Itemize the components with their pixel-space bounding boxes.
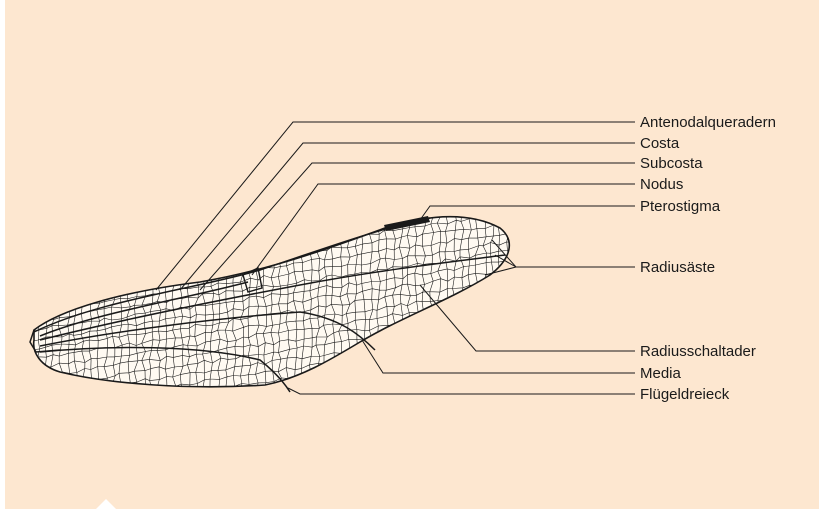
label-pterostigma: Pterostigma	[640, 198, 721, 215]
dragonfly-wing	[28, 174, 517, 435]
label-costa: Costa	[640, 135, 680, 152]
labels: Antenodalqueradern Costa Subcosta Nodus …	[640, 114, 776, 403]
label-radiusaeste: Radiusäste	[640, 259, 715, 276]
leader-radius	[492, 240, 635, 267]
label-nodus: Nodus	[640, 176, 683, 193]
label-antenodalqueradern: Antenodalqueradern	[640, 114, 776, 131]
label-media: Media	[640, 365, 682, 382]
leader-media	[362, 340, 635, 373]
label-subcosta: Subcosta	[640, 155, 703, 172]
label-radiusschaltader: Radiusschaltader	[640, 343, 756, 360]
leader-triangle	[288, 388, 635, 394]
label-fluegeldreieck: Flügeldreieck	[640, 386, 730, 403]
